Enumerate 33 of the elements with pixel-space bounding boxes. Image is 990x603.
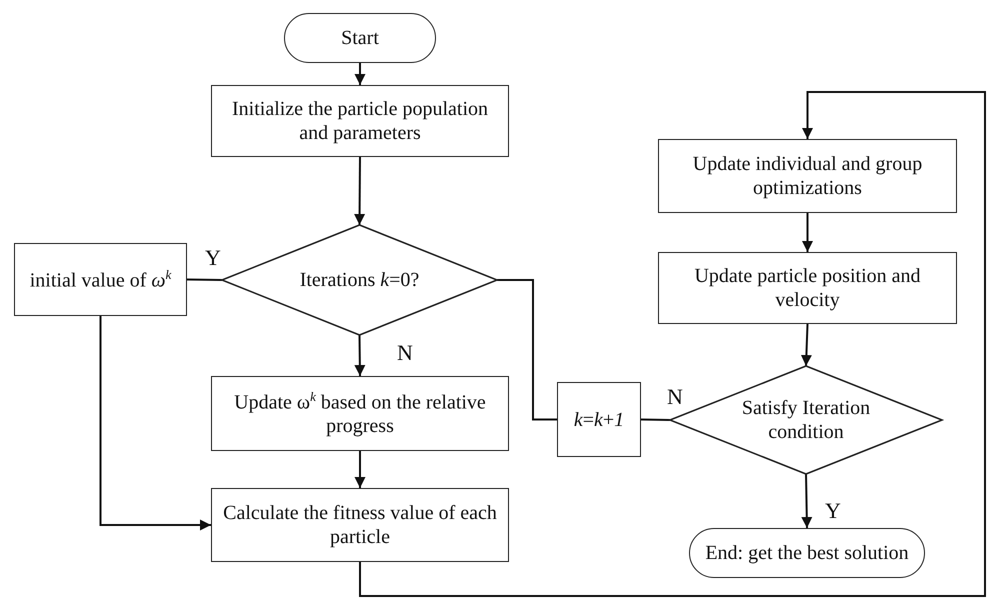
arrow bbox=[354, 451, 366, 488]
node-label: Update ω$^{k}$ based on the relative progress bbox=[233, 388, 487, 438]
process-box bbox=[14, 243, 187, 316]
node-label: Start bbox=[340, 26, 380, 50]
node-label: Satisfy Iteration condition bbox=[740, 396, 872, 444]
decision-diamond bbox=[222, 225, 497, 335]
terminal-shape bbox=[689, 528, 925, 578]
arrow bbox=[354, 63, 366, 85]
arrow bbox=[354, 334, 366, 376]
arrow bbox=[100, 316, 211, 530]
arrow bbox=[802, 213, 813, 252]
node-label: Iterations k=0? bbox=[298, 268, 420, 292]
arrow bbox=[359, 91, 986, 597]
node-label: Initialize the particle population and parameters bbox=[230, 97, 489, 145]
process-box bbox=[658, 139, 957, 213]
node-label: Update individual and group optimizations bbox=[692, 152, 924, 200]
connector-line bbox=[640, 418, 670, 421]
node-label: Update particle position and velocity bbox=[693, 264, 922, 312]
process-box bbox=[211, 488, 509, 562]
node-label: initial value of ω$^{k}$ bbox=[28, 266, 172, 292]
arrow bbox=[800, 324, 812, 366]
process-box bbox=[557, 382, 641, 457]
terminal-shape bbox=[284, 13, 436, 63]
connector-line bbox=[186, 278, 222, 281]
node-label: End: get the best solution bbox=[704, 541, 910, 565]
node-label: Calculate the fitness value of each particle bbox=[222, 501, 498, 549]
arrow bbox=[354, 157, 366, 225]
process-box bbox=[211, 376, 509, 451]
process-box bbox=[658, 252, 957, 324]
node-label: k=k+1 bbox=[572, 408, 626, 432]
process-box bbox=[211, 85, 509, 157]
connector-line bbox=[497, 279, 557, 420]
arrow bbox=[801, 474, 812, 528]
